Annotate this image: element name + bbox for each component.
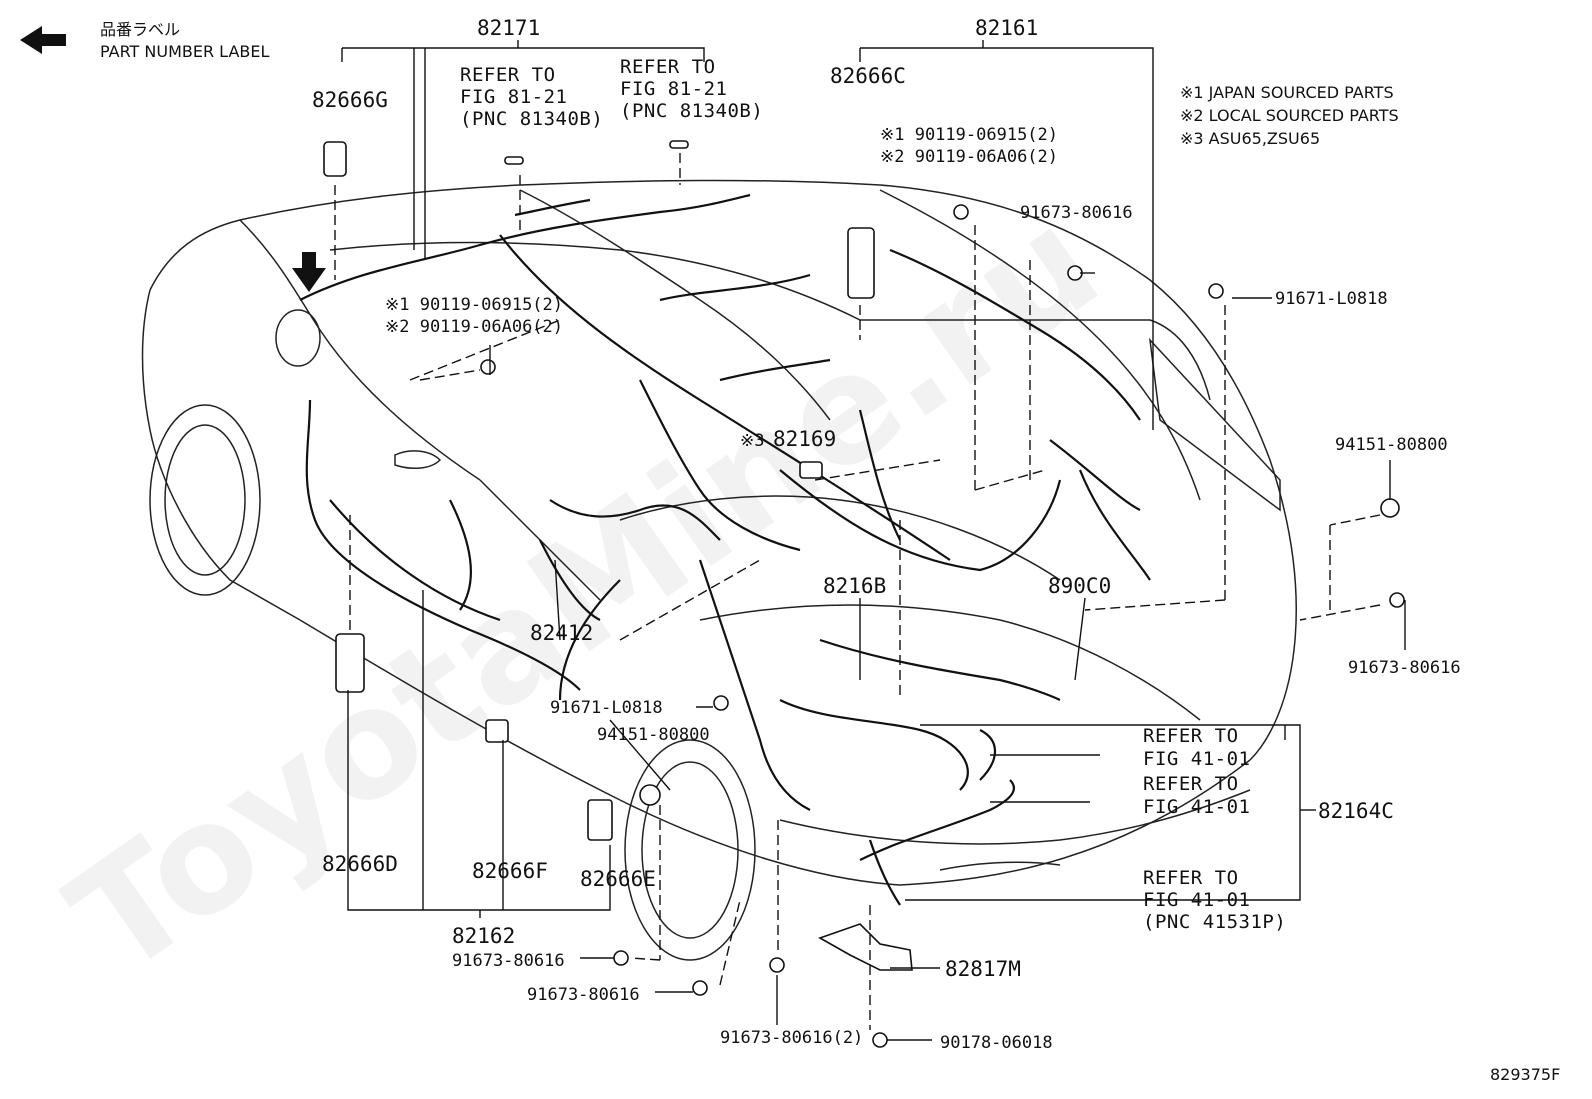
- bolt-icon: [1067, 265, 1083, 281]
- refer-1-line-2: FIG 81-21: [460, 86, 567, 108]
- side-mirror: [275, 309, 321, 367]
- clip-82666F: [485, 719, 509, 743]
- bolt-icon: [769, 957, 785, 973]
- refer-5-line-1: REFER TO: [1143, 867, 1239, 889]
- bolt-callout-left-2: ※2 90119-06A06(2): [385, 317, 563, 337]
- refer-5-line-3: (PNC 41531P): [1143, 911, 1286, 933]
- bracket-82666D: [335, 633, 365, 693]
- bolt-icon: [692, 980, 708, 996]
- parts: [323, 140, 1405, 1048]
- callout-82666C: 82666C: [830, 64, 906, 88]
- callout-91673-b3: 91673-80616(2): [720, 1028, 863, 1048]
- legend-en-label: PART NUMBER LABEL: [100, 42, 269, 61]
- bracket-82666G: [323, 141, 347, 177]
- refer-1-line-3: (PNC 81340B): [460, 108, 603, 130]
- bolt-icon: [613, 950, 629, 966]
- bracket-82817M: [818, 923, 913, 971]
- callout-82666E: 82666E: [580, 867, 656, 891]
- refer-3-line-2: FIG 41-01: [1143, 748, 1250, 770]
- figure-id: 829375F: [1490, 1065, 1560, 1084]
- callout-82817M: 82817M: [945, 957, 1021, 981]
- callout-94151-right: 94151-80800: [1335, 435, 1448, 455]
- legend-arrow-icon: [20, 26, 66, 54]
- callout-82161: 82161: [975, 16, 1038, 40]
- callout-91673-b1: 91673-80616: [452, 951, 565, 971]
- callout-94151-mid: 94151-80800: [597, 725, 710, 745]
- refer-5-line-2: FIG 41-01: [1143, 889, 1250, 911]
- harness-wires: [299, 193, 1151, 906]
- nut-icon: [872, 1032, 888, 1048]
- vehicle-arrow-icon: [292, 252, 326, 292]
- callout-8216B: 8216B: [823, 574, 886, 598]
- bolt-icon: [713, 695, 729, 711]
- note-2: ※2 LOCAL SOURCED PARTS: [1180, 106, 1399, 125]
- callout-91671-top: 91671-L0818: [1275, 289, 1388, 309]
- rear-wheel: [624, 739, 756, 961]
- bolt-icon: [480, 359, 496, 375]
- callout-82162: 82162: [452, 924, 515, 948]
- callout-82171: 82171: [477, 16, 540, 40]
- refer-4-line-1: REFER TO: [1143, 773, 1239, 795]
- bolt-icon: [1389, 592, 1405, 608]
- solid-leaders: [341, 40, 1406, 1041]
- connector-82169: [799, 461, 823, 479]
- callout-91673-b2: 91673-80616: [527, 985, 640, 1005]
- refer-4-line-2: FIG 41-01: [1143, 796, 1250, 818]
- label-clip-2: [669, 140, 689, 149]
- dashed-leaders: [334, 153, 1381, 1030]
- refer-3-line-1: REFER TO: [1143, 725, 1239, 747]
- note-3: ※3 ASU65,ZSU65: [1180, 129, 1320, 148]
- refer-2-line-1: REFER TO: [620, 56, 716, 78]
- callout-82666F: 82666F: [472, 859, 548, 883]
- callout-890C0: 890C0: [1048, 574, 1111, 598]
- note-1: ※1 JAPAN SOURCED PARTS: [1180, 83, 1394, 102]
- bracket-82666E: [587, 799, 613, 841]
- label-clip-1: [504, 156, 524, 165]
- front-wheel: [149, 404, 261, 596]
- bolt-icon: [953, 204, 969, 220]
- callout-90178: 90178-06018: [940, 1033, 1053, 1053]
- callout-91671-mid: 91671-L0818: [550, 698, 663, 718]
- callout-82412: 82412: [530, 621, 593, 645]
- bolt-callout-left-1: ※1 90119-06915(2): [385, 295, 563, 315]
- legend-jp-label: 品番ラベル: [100, 20, 180, 39]
- callout-91673-right: 91673-80616: [1348, 658, 1461, 678]
- callout-82169-mark: ※3: [740, 431, 764, 451]
- callout-82666G: 82666G: [312, 88, 388, 112]
- refer-2-line-3: (PNC 81340B): [620, 100, 763, 122]
- callout-82169: 82169: [773, 427, 836, 451]
- bracket-82666C: [847, 227, 875, 299]
- callout-82666D: 82666D: [322, 852, 398, 876]
- bolt-callout-center-1: ※1 90119-06915(2): [880, 125, 1058, 145]
- callout-91673-top: 91673-80616: [1020, 203, 1133, 223]
- grommet-icon: [639, 784, 661, 806]
- grommet-icon: [1380, 498, 1400, 518]
- refer-2-line-2: FIG 81-21: [620, 78, 727, 100]
- bolt-icon: [1208, 283, 1224, 299]
- refer-1-line-1: REFER TO: [460, 64, 556, 86]
- callout-82164C: 82164C: [1318, 799, 1394, 823]
- bolt-callout-center-2: ※2 90119-06A06(2): [880, 147, 1058, 167]
